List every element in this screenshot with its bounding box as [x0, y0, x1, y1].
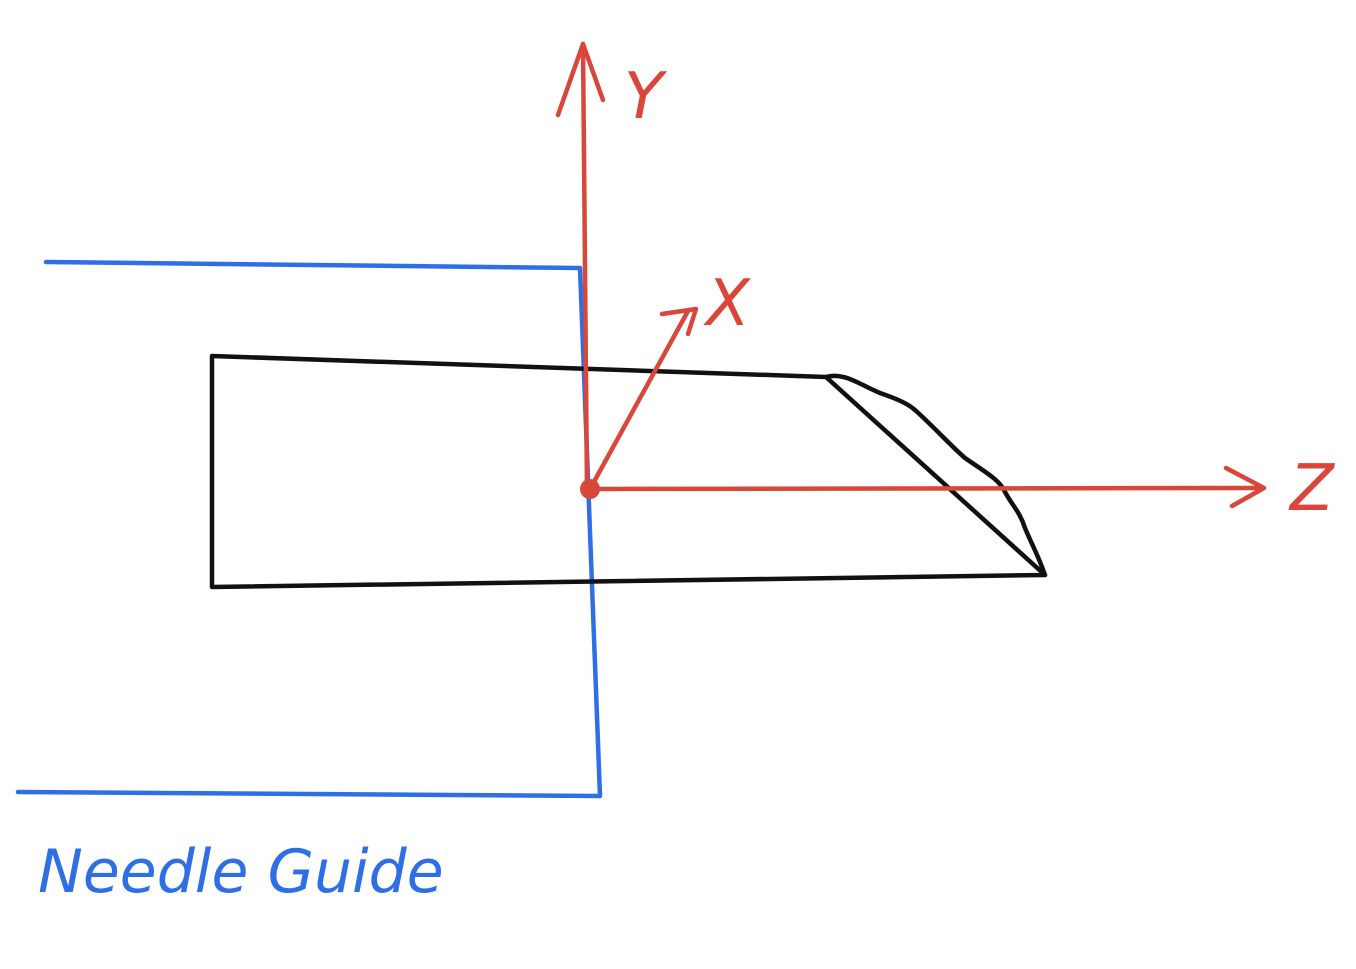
x-axis-label: X: [703, 267, 751, 341]
needle-guide-outline: [15, 259, 603, 799]
z-axis-line: [587, 485, 1265, 492]
z-axis-arrowhead: [1223, 465, 1267, 509]
needle-bevel-tip: [823, 373, 1048, 578]
x-axis-line: [587, 308, 691, 492]
y-axis-arrowhead: [555, 41, 606, 118]
origin-point: [580, 479, 600, 499]
z-axis-label: Z: [1288, 452, 1335, 526]
needle-body: [209, 353, 1048, 590]
x-axis-arrowhead: [659, 306, 699, 337]
y-axis-line: [580, 41, 590, 493]
needle-guide-caption: Needle Guide: [38, 837, 444, 907]
y-axis-label: Y: [624, 60, 668, 134]
